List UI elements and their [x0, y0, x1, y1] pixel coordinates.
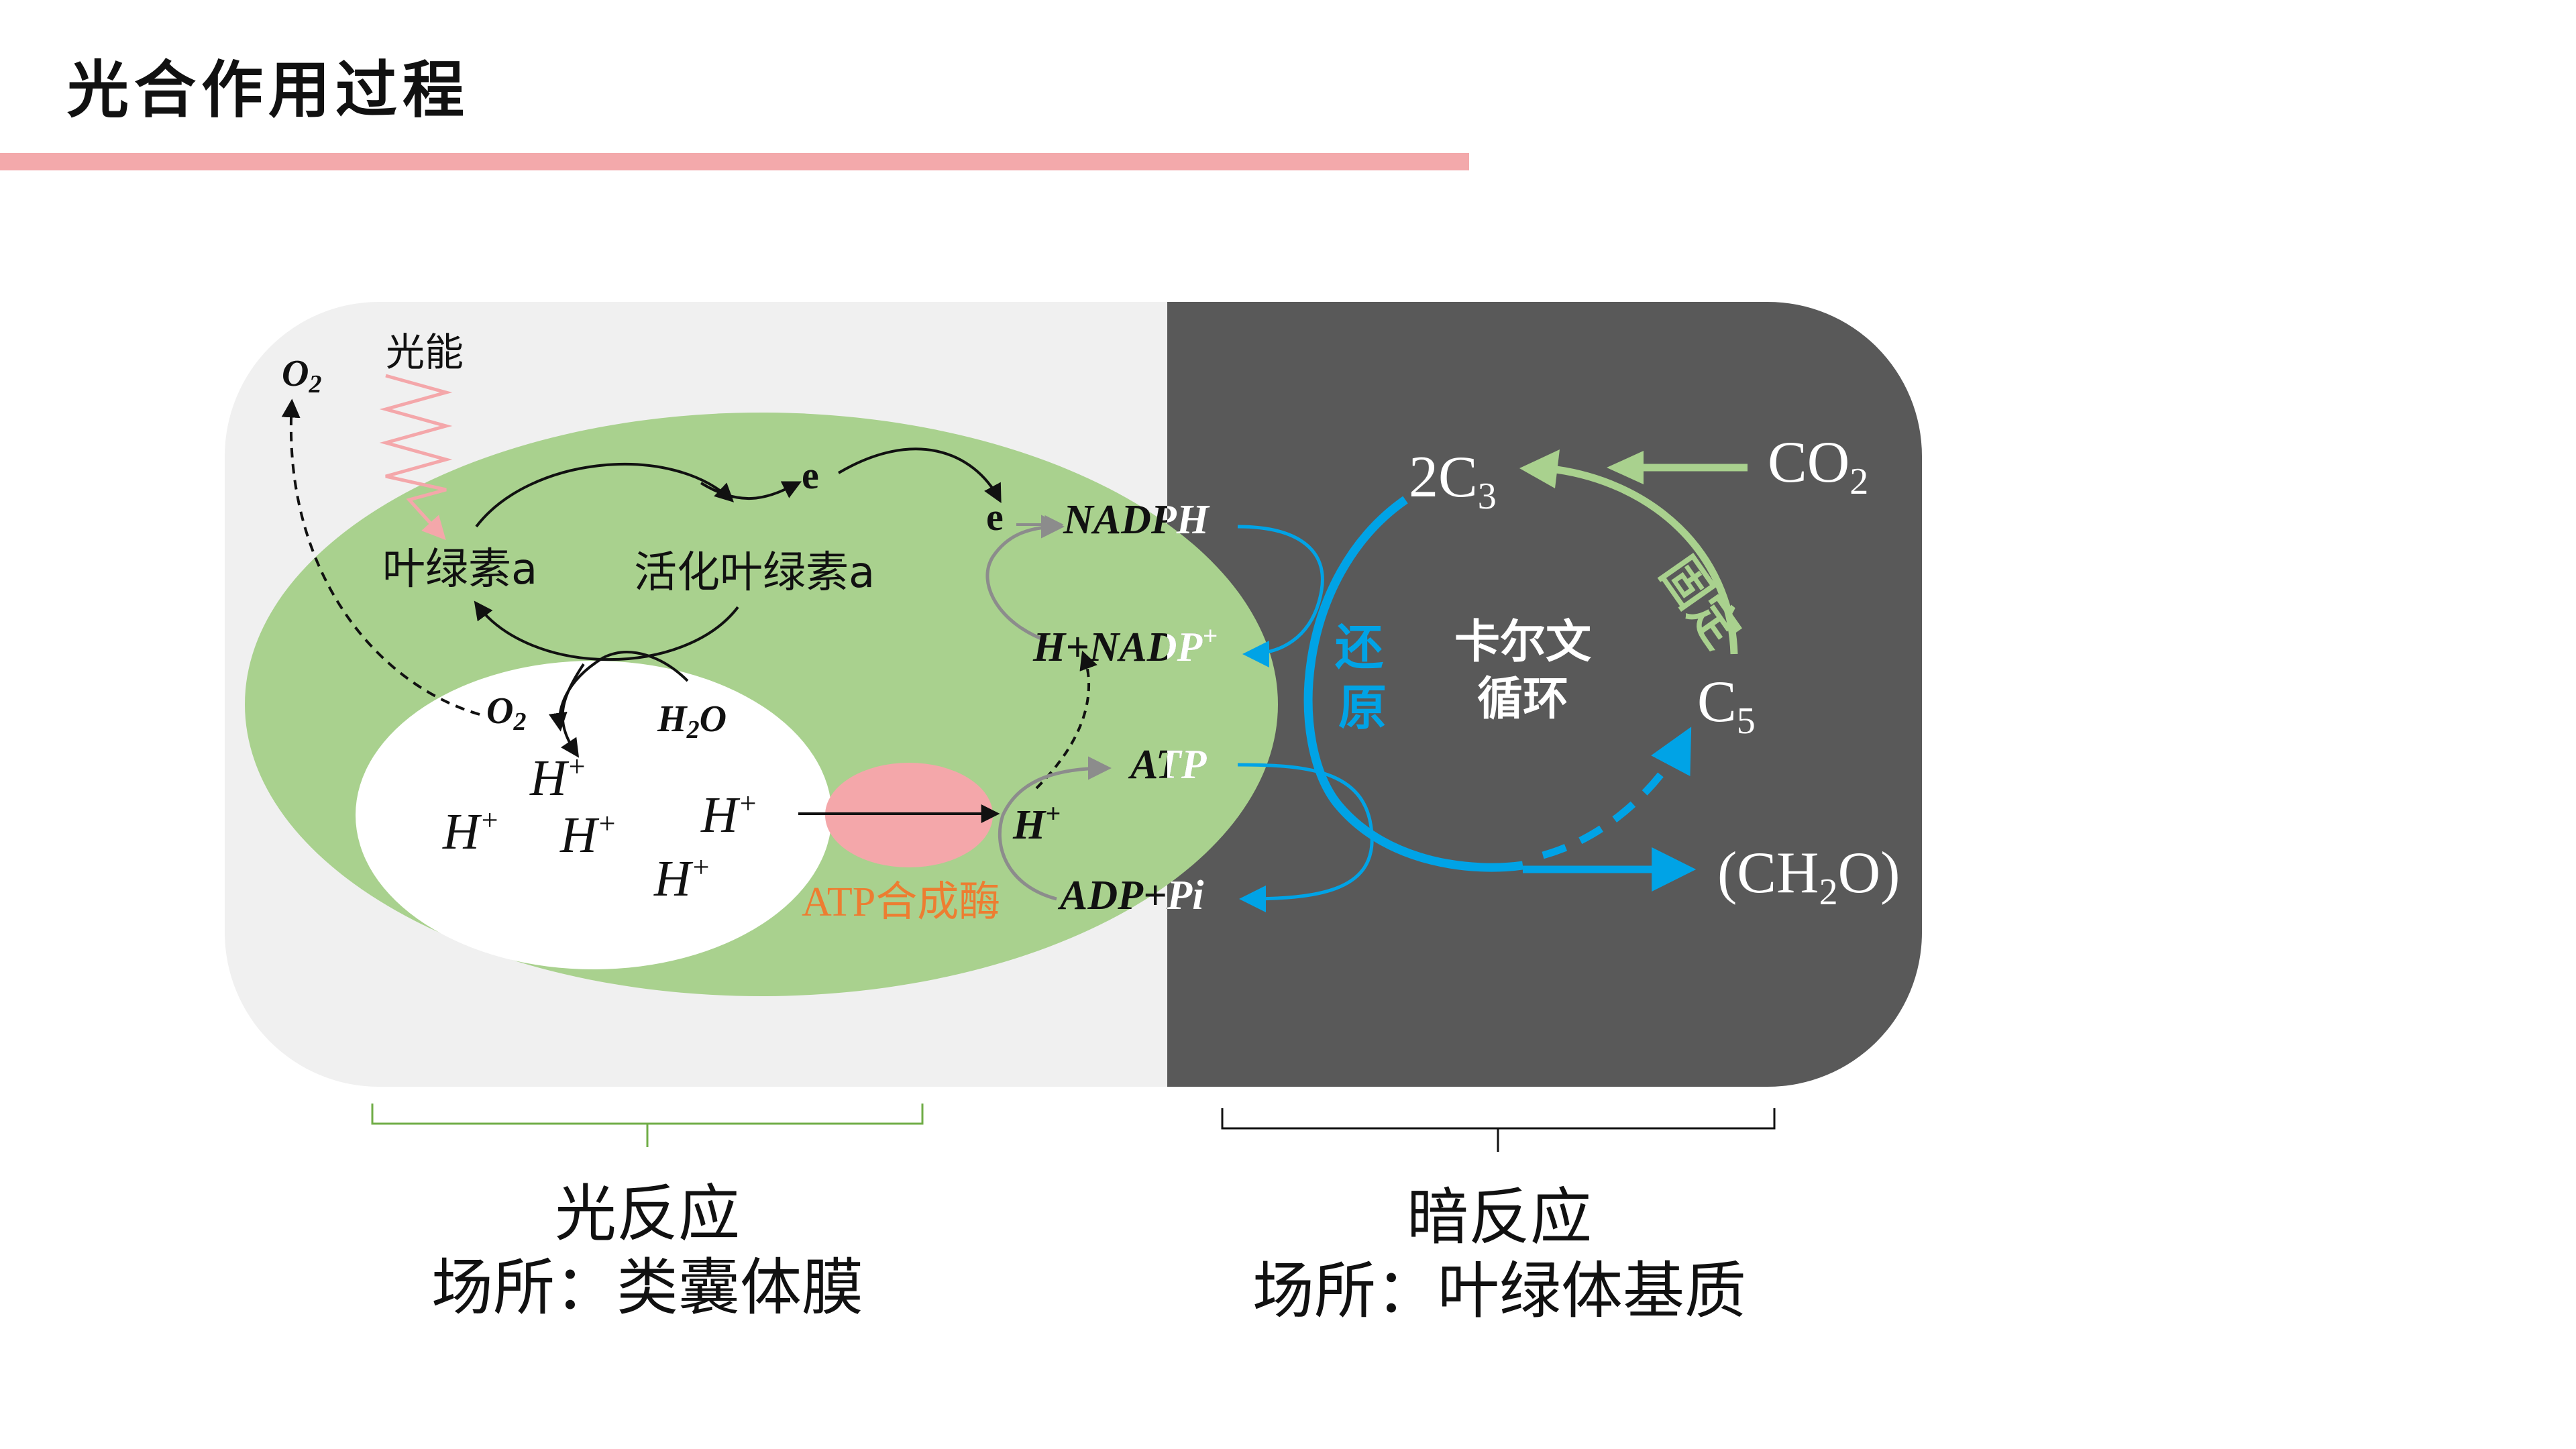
reduction-char: 原 — [1338, 680, 1387, 736]
activated-chlorophyll-label: 活化叶绿素a — [634, 548, 875, 598]
proton-ion: H+ — [700, 787, 758, 843]
stroma-proton-label: H+ — [1012, 798, 1061, 848]
reduction-label: 还 原 — [1335, 619, 1387, 736]
electron-label-2: e — [986, 495, 1004, 539]
lumen-protons: H+ H+ H+ H+ H+ — [442, 750, 758, 907]
h-to-nadp-arrow — [1035, 650, 1097, 790]
water-to-h-arrow — [560, 663, 585, 758]
calvin-cycle-line2: 循环 — [1477, 673, 1568, 726]
light-reaction-brace — [371, 1104, 924, 1147]
water-split-arrow — [603, 651, 689, 682]
fixation-arc — [1556, 466, 1738, 655]
nadph-label: NADPH — [1063, 497, 1210, 543]
light-energy-label: 光能 — [386, 329, 464, 375]
adp-pi-label-dark-part: ADP+Pi — [1057, 873, 1203, 918]
atp-label-dark-part: ATP — [1128, 742, 1208, 788]
title-underline — [0, 153, 1469, 170]
electron-label-1: e — [802, 453, 819, 497]
activation-arrow — [475, 463, 735, 528]
c5-label: C5 — [1697, 669, 1756, 742]
two-c3-label: 2C3 — [1409, 445, 1497, 517]
fixation-arrowhead — [1519, 449, 1560, 488]
co2-input-arrowhead — [1607, 451, 1644, 484]
h2o-label: H2O — [657, 698, 727, 744]
light-reaction-site: 场所：类囊体膜 — [431, 1252, 863, 1324]
atp-synthase-label: ATP合成酶 — [802, 879, 1000, 925]
chlorophyll-a-label: 叶绿素a — [382, 545, 537, 594]
o2-outer-label: O2 — [282, 353, 321, 398]
o2-release-arrow — [281, 398, 480, 716]
nadph-label-dark-part: NADPH — [1063, 497, 1210, 543]
regeneration-arrow — [1542, 727, 1692, 859]
light-energy-wave — [379, 374, 453, 541]
thylakoid-lumen — [356, 661, 832, 969]
dark-reaction-title: 暗反应 — [1406, 1181, 1592, 1253]
electron-arrow-1 — [700, 481, 802, 500]
h-nadp-label-dark-part: H+NADP+ — [1032, 621, 1218, 670]
carbohydrate-label: (CH2O) — [1717, 841, 1900, 913]
atp-loop — [998, 756, 1112, 901]
nadph-loop — [985, 515, 1065, 643]
slide-title: 光合作用过程 — [67, 54, 470, 126]
proton-ion: H+ — [559, 807, 617, 863]
atp-label: ATP — [1128, 742, 1208, 788]
adp-pi-label: ADP+Pi — [1057, 873, 1203, 918]
calvin-cycle-line1: 卡尔文 — [1454, 616, 1591, 669]
reduction-char: 还 — [1335, 619, 1383, 676]
nadph-to-calvin — [1237, 525, 1324, 667]
reduction-arc — [1303, 496, 1523, 872]
proton-ion: H+ — [653, 851, 711, 907]
h-nadp-label: H+NADP+ — [1032, 621, 1218, 670]
dark-reaction-brace — [1221, 1108, 1776, 1152]
return-arrow — [474, 600, 739, 661]
proton-ion: H+ — [529, 750, 587, 806]
light-reaction-title: 光反应 — [554, 1178, 740, 1250]
dark-panel — [1167, 302, 1922, 1087]
dark-reaction-site: 场所：叶绿体基质 — [1252, 1255, 1746, 1327]
electron-arrow-2 — [837, 447, 1002, 503]
proton-ion: H+ — [442, 804, 500, 860]
o2-inner-label: O2 — [486, 690, 526, 736]
atp-to-calvin — [1237, 763, 1374, 912]
co2-label: CO2 — [1768, 430, 1868, 502]
